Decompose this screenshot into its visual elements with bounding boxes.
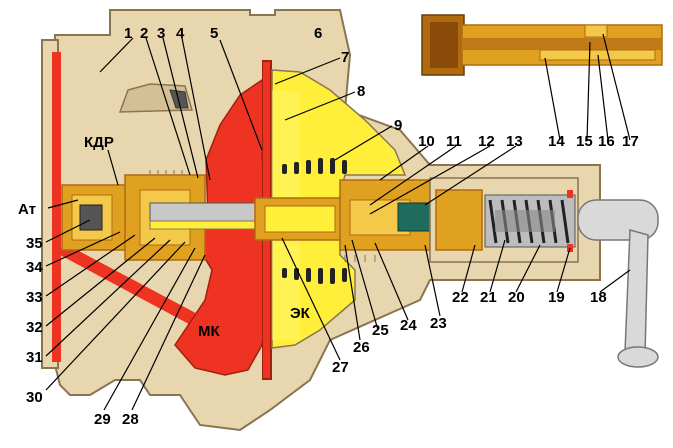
callout-33: 33	[26, 289, 43, 306]
callout-16: 16	[598, 133, 615, 150]
callout-7: 7	[341, 49, 349, 66]
callout-14: 14	[548, 133, 565, 150]
callout-26: 26	[353, 339, 370, 356]
callout-20: 20	[508, 289, 525, 306]
callout-29: 29	[94, 411, 111, 428]
callout-31: 31	[26, 349, 43, 366]
callout-21: 21	[480, 289, 497, 306]
left-red-channel	[52, 52, 61, 362]
zone-label-kdr: КДР	[84, 134, 114, 151]
callout-8: 8	[357, 83, 365, 100]
callout-11: 11	[446, 133, 462, 150]
zone-label-ek: ЭК	[290, 305, 311, 322]
callout-19: 19	[548, 289, 565, 306]
seal-ring-upper	[567, 190, 573, 198]
callout-5: 5	[210, 25, 218, 42]
callout-leaders	[45, 33, 631, 411]
thread-marks	[149, 170, 376, 262]
inset-valve-detail	[421, 14, 663, 76]
callout-numbers: 1 2 3 4 5 6 7 8 9 10 11 12 13 14 15 16 1…	[26, 25, 639, 428]
callout-10: 10	[418, 133, 435, 150]
callout-12: 12	[478, 133, 495, 150]
callout-28: 28	[122, 411, 139, 428]
callout-25: 25	[372, 322, 389, 339]
callout-4: 4	[176, 25, 185, 42]
callout-35: 35	[26, 235, 43, 252]
control-spring-pack	[484, 194, 576, 248]
callout-15: 15	[576, 133, 593, 150]
callout-24: 24	[400, 317, 417, 334]
central-shaft-assembly	[61, 174, 434, 261]
callout-27: 27	[332, 359, 349, 376]
callout-18: 18	[590, 289, 607, 306]
callout-34: 34	[26, 259, 43, 276]
rear-brass-plug	[435, 189, 483, 251]
callout-32: 32	[26, 319, 43, 336]
callout-6: 6	[314, 25, 322, 42]
callout-13: 13	[506, 133, 523, 150]
actuating-lever	[577, 199, 659, 368]
callout-30: 30	[26, 389, 43, 406]
zone-label-at: Ат	[18, 201, 36, 218]
callout-9: 9	[394, 117, 402, 134]
callout-2: 2	[140, 25, 148, 42]
return-spring-coils	[282, 158, 347, 284]
callout-3: 3	[157, 25, 165, 42]
callout-22: 22	[452, 289, 469, 306]
callout-17: 17	[622, 133, 639, 150]
zone-label-mk: МК	[198, 323, 220, 340]
callout-23: 23	[430, 315, 447, 332]
diagonal-red-channel	[60, 242, 205, 330]
callout-1: 1	[124, 25, 132, 42]
